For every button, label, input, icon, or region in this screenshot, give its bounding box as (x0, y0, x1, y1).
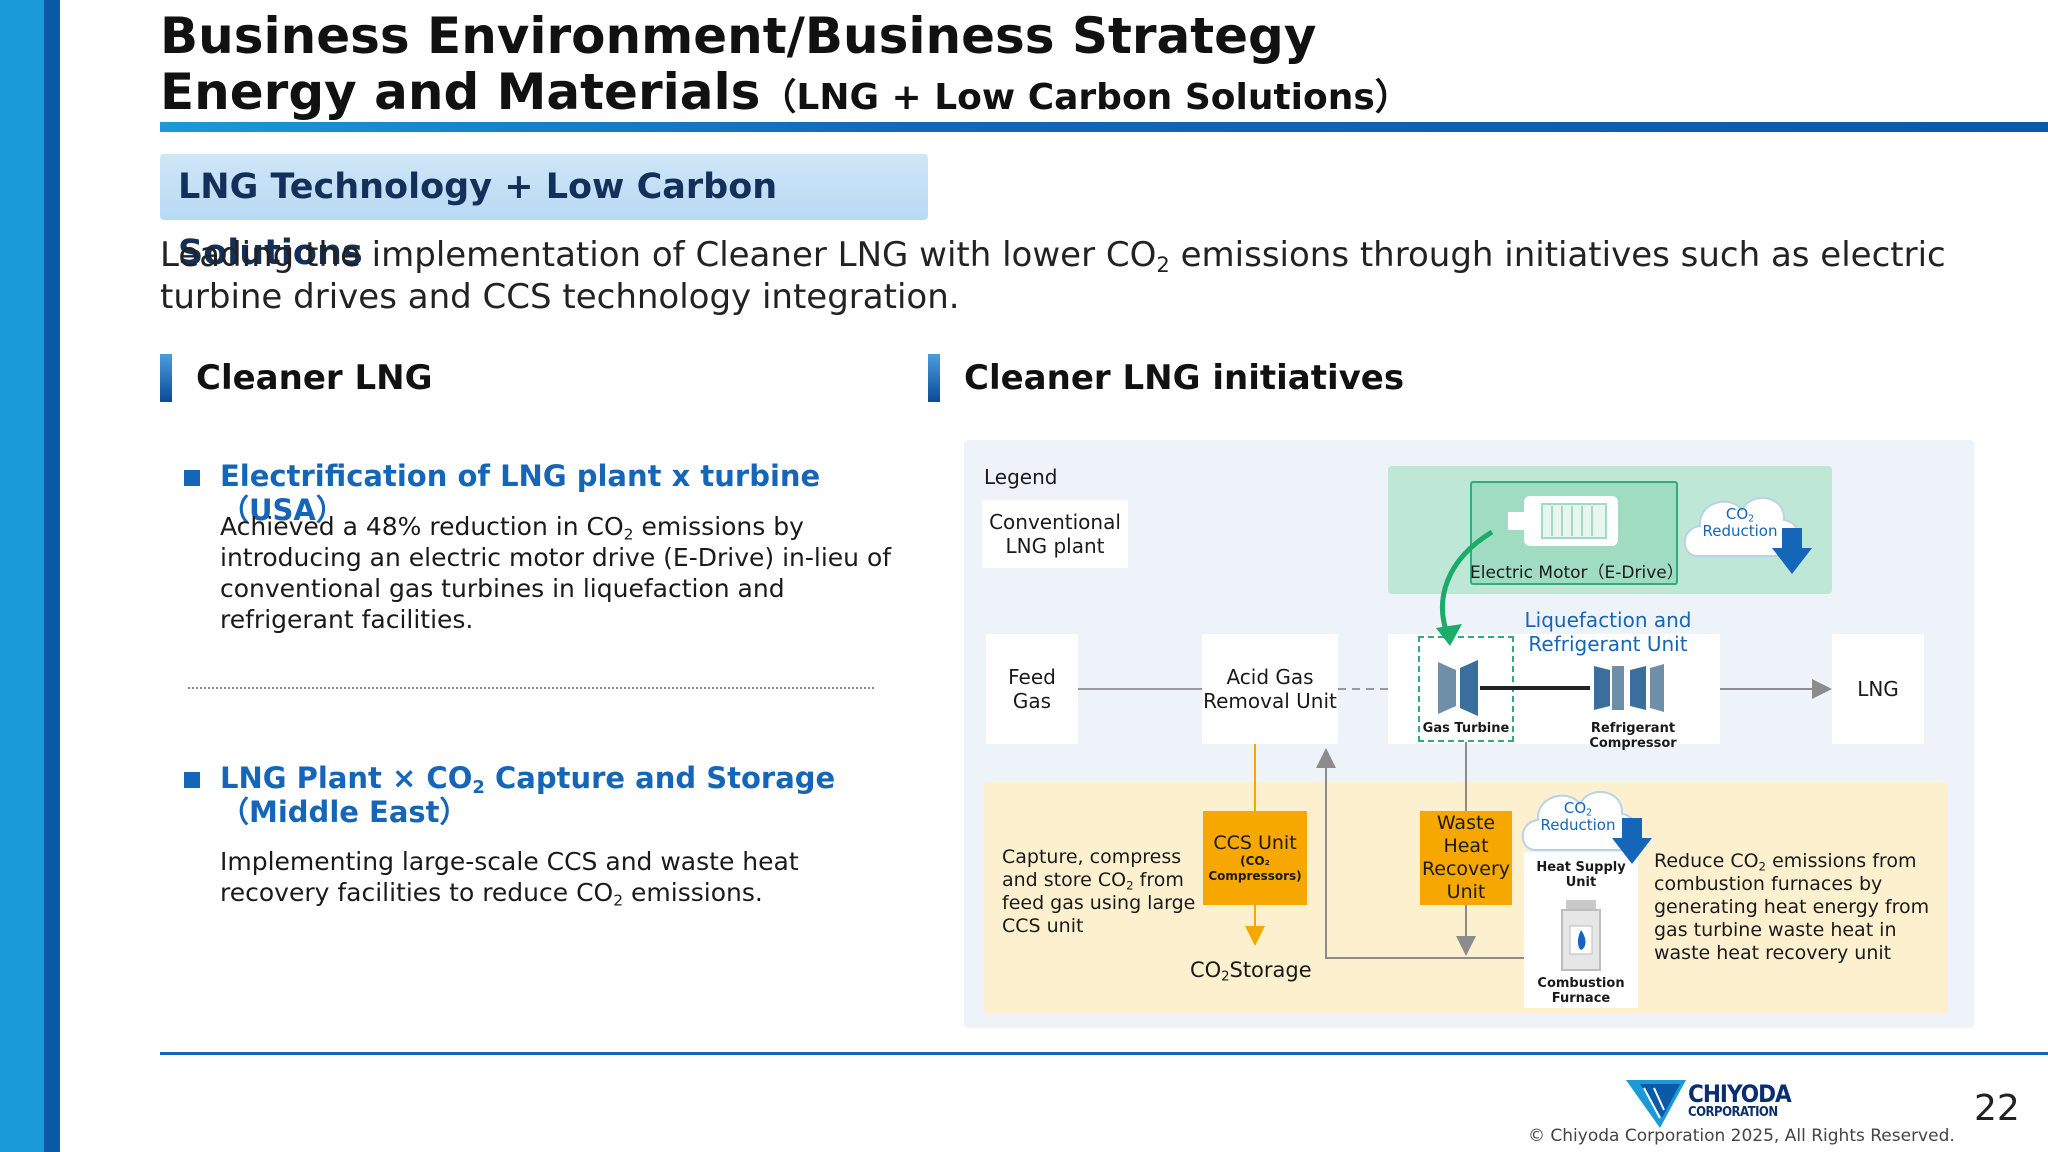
footer-rule (160, 1052, 2048, 1055)
capture-line-2a: and store CO (1002, 869, 1127, 891)
legend-label: Legend (984, 465, 1058, 489)
logo-line-1: CHIYODA (1688, 1080, 1792, 1108)
waste-heat-recovery-box: Waste Heat Recovery Unit (1420, 811, 1512, 905)
legend-conventional-box: Conventional LNG plant (982, 500, 1128, 568)
co2-bottom-word: Reduction (1540, 816, 1616, 834)
combustion-furnace-icon (1561, 900, 1601, 971)
bullet-marker-1 (184, 470, 200, 486)
liquefaction-label: Liquefaction and Refrigerant Unit (1524, 608, 1692, 656)
capture-line-3: feed gas using large (1002, 892, 1196, 914)
chiyoda-logo-icon (1626, 1080, 1686, 1128)
page-title: Business Environment/Business Strategy E… (160, 8, 1411, 126)
lead-text-1: Leading the implementation of Cleaner LN… (160, 235, 1157, 275)
capture-line-4: CCS unit (1002, 915, 1084, 937)
feed-gas-box: Feed Gas (986, 634, 1078, 744)
co2-top-sub: 2 (1748, 513, 1755, 525)
title-rule (160, 122, 2048, 132)
bullet-2-title-sub: 2 (472, 777, 485, 799)
heat-supply-label: Heat Supply Unit (1536, 860, 1626, 890)
bullet-1-body: Achieved a 48% reduction in CO2 emission… (220, 511, 900, 635)
co2-reduction-cloud-icon-2 (1521, 791, 1652, 864)
ccs-unit-label: CCS Unit (1213, 832, 1297, 854)
bullet-2-title-b: Capture and Storage (484, 761, 836, 795)
cleaner-lng-initiatives-heading: Cleaner LNG initiatives (927, 354, 1404, 402)
co2-storage-b: Storage (1229, 958, 1312, 982)
bullet-2-title-line2: （Middle East） (220, 795, 469, 829)
bullet-2-body: Implementing large-scale CCS and waste h… (220, 846, 900, 908)
acid-gas-removal-box: Acid Gas Removal Unit (1202, 634, 1338, 744)
gas-turbine-label: Gas Turbine (1422, 721, 1510, 736)
refrigerant-compressor-icon (1594, 664, 1664, 712)
capture-description: Capture, compress and store CO2 from fee… (1002, 846, 1202, 938)
capture-line-1: Capture, compress (1002, 846, 1182, 868)
co2-reduction-cloud-icon (1683, 497, 1812, 574)
gas-turbine-icon (1438, 660, 1478, 716)
ccs-unit-box: CCS Unit (CO₂ Compressors) (1203, 811, 1307, 905)
left-accent-bar-light (0, 0, 44, 1152)
bullet-2-body-sub: 2 (613, 891, 624, 910)
bullet-marker-2 (184, 772, 200, 788)
bullet-2-body-a: Implementing large-scale CCS and waste h… (220, 847, 799, 907)
bullet-1-body-sub: 2 (623, 525, 634, 544)
co2-top-word: Reduction (1702, 522, 1778, 540)
company-logo: CHIYODA CORPORATION (1688, 1080, 1792, 1120)
refrigerant-compressor-label: Refrigerant Compressor (1589, 721, 1677, 751)
bullet-2-body-b: emissions. (623, 878, 763, 907)
bullet-1-title: Electrification of LNG plant x turbine （… (220, 459, 821, 527)
cleaner-lng-heading: Cleaner LNG (160, 354, 433, 402)
page-number: 22 (1974, 1088, 2020, 1129)
section-pill: LNG Technology + Low Carbon Solutions (160, 154, 928, 273)
reduce-description: Reduce CO2 emissions from combustion fur… (1654, 850, 1944, 965)
reduce-line-1b: emissions from (1766, 850, 1917, 872)
capture-line-2b: from (1133, 869, 1184, 891)
reduce-line-1-sub: 2 (1758, 859, 1767, 874)
bullet-2-title-a: LNG Plant × CO (220, 761, 473, 795)
left-accent-bar-dark (44, 0, 60, 1152)
combustion-furnace-label: Combustion Furnace (1537, 976, 1625, 1006)
lead-subscript: 2 (1156, 251, 1170, 277)
reduce-line-4: gas turbine waste heat in (1654, 919, 1897, 941)
reduce-line-1a: Reduce CO (1654, 850, 1759, 872)
lng-box: LNG (1832, 634, 1924, 744)
reduce-line-2: combustion furnaces by (1654, 873, 1883, 895)
co2-top-co: CO (1725, 505, 1749, 523)
capture-line-2-sub: 2 (1126, 878, 1134, 893)
lead-paragraph: Leading the implementation of Cleaner LN… (160, 234, 2040, 318)
logo-line-2: CORPORATION (1688, 1105, 1778, 1120)
electric-motor-icon (1508, 496, 1618, 546)
bullet-1-body-a: Achieved a 48% reduction in CO (220, 512, 624, 541)
divider (188, 687, 874, 689)
bullet-1-body-b: emissions by introducing an electric mot… (220, 512, 892, 634)
co2-storage-label: CO2Storage (1190, 958, 1312, 985)
heat-return-arrow (1316, 748, 1524, 959)
copyright-text: © Chiyoda Corporation 2025, All Rights R… (1528, 1126, 1955, 1146)
title-line-2-main: Energy and Materials (160, 63, 761, 121)
bullet-2-title: LNG Plant × CO2 Capture and Storage （Midd… (220, 761, 920, 829)
motor-to-turbine-arrow (1440, 529, 1494, 637)
co2-storage-sub: 2 (1221, 969, 1230, 985)
co2-bottom-co: CO (1563, 799, 1587, 817)
ccs-unit-sub: (CO₂ Compressors) (1208, 854, 1302, 883)
co2-storage-a: CO (1190, 958, 1222, 982)
co2-bottom-sub: 2 (1586, 807, 1593, 819)
title-line-2: Energy and Materials（LNG + Low Carbon So… (160, 64, 1411, 126)
motor-arrow-head (1436, 624, 1462, 646)
reduce-line-3: generating heat energy from (1654, 896, 1930, 918)
title-line-1: Business Environment/Business Strategy (160, 7, 1317, 65)
title-line-2-sub: （LNG + Low Carbon Solutions） (760, 77, 1411, 118)
lead-text-2: emissions through initiatives such as el… (160, 235, 1946, 317)
electric-motor-label: Electric Motor（E-Drive） (1470, 563, 1684, 583)
reduce-line-5: waste heat recovery unit (1654, 942, 1892, 964)
